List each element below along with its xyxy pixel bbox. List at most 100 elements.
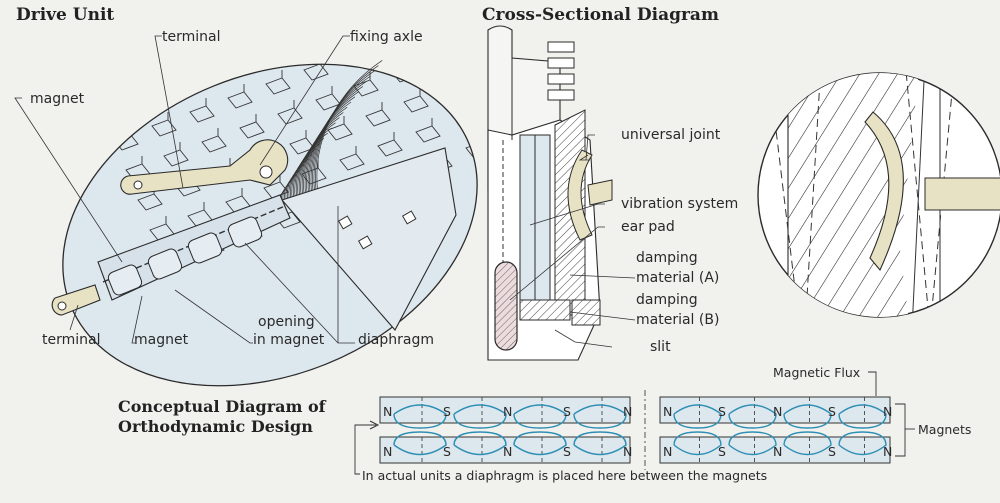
flux-loop	[393, 431, 447, 456]
magnet-cell	[101, 96, 127, 121]
drive-unit-illustration	[14, 5, 491, 387]
flux-loop	[453, 404, 507, 429]
diaphragm-ring	[310, 80, 367, 192]
diaphragm-ring	[304, 101, 352, 194]
magnet-cell	[277, 100, 303, 125]
label-magnets: Magnets	[918, 422, 972, 437]
magnet-cell	[163, 142, 189, 167]
magnet-pole-label: S	[563, 404, 571, 419]
diaphragm-ring	[309, 86, 363, 193]
flux-loop	[838, 431, 887, 456]
cross-section-title: Cross-Sectional Diagram	[482, 5, 719, 25]
magnet-pole-label: N	[623, 444, 633, 459]
magnet-cell	[327, 116, 353, 141]
magnet-pole-label: S	[443, 444, 451, 459]
magnet-pole-label: N	[773, 444, 783, 459]
flux-loop	[393, 404, 447, 429]
label-universal-joint: universal joint	[621, 127, 721, 143]
magnet-pole-label: S	[718, 444, 726, 459]
drive-unit-title: Drive Unit	[16, 5, 115, 25]
magnet-cell	[201, 128, 227, 153]
flux-loop	[728, 404, 777, 429]
top-terminal	[120, 139, 289, 195]
magnet-cell	[429, 44, 455, 69]
label-damping-b-line1: damping	[636, 292, 698, 308]
cross-section-leaders	[509, 134, 636, 348]
magnet-pole-label: N	[383, 404, 393, 419]
orthodynamic-diagram	[354, 371, 915, 475]
magnet-cell	[151, 112, 177, 137]
magnet-cell	[441, 74, 467, 99]
magnet-bar	[97, 194, 291, 301]
flux-loop	[673, 431, 722, 456]
flux-loop	[513, 431, 567, 456]
label-damping-a-line2: material (A)	[636, 270, 720, 286]
magnet-cell	[89, 66, 115, 91]
magnet-cell	[177, 68, 203, 93]
flux-loop	[573, 431, 627, 456]
cross-section-illustration	[487, 25, 636, 361]
magnet-pole-label: N	[383, 444, 393, 459]
magnet-cell	[239, 114, 265, 139]
magnet-cell	[241, 10, 267, 35]
diaphragm-ring	[298, 122, 336, 195]
label-magnetic-flux: Magnetic Flux	[773, 365, 861, 380]
magnet-pole-label: N	[663, 444, 673, 459]
flux-loop	[573, 404, 627, 429]
diaphragm-ring	[307, 91, 360, 193]
magnet-pole-label: S	[443, 404, 451, 419]
flux-loop	[783, 431, 832, 456]
label-fixing-axle: fixing axle	[350, 29, 423, 45]
magnet-cell	[291, 26, 317, 51]
diaphragm-ring	[303, 106, 348, 194]
label-magnet-bottom: magnet	[134, 332, 189, 348]
magnet-pole-label: N	[503, 404, 513, 419]
diaphragm-ring	[301, 112, 344, 195]
magnet-pole-label: S	[563, 444, 571, 459]
magnet-cell	[367, 5, 393, 23]
magnet-pole-label: N	[663, 404, 673, 419]
flux-loop	[673, 404, 722, 429]
magnet-pole-label: N	[503, 444, 513, 459]
diaphragm-ring	[306, 96, 356, 193]
label-opening-line2: in magnet	[253, 332, 325, 348]
label-opening-line1: opening	[258, 314, 315, 330]
label-vibration-system: vibration system	[621, 196, 739, 212]
magnet-cell	[139, 82, 165, 107]
diaphragm-ring	[315, 65, 379, 191]
flux-loop	[783, 404, 832, 429]
magnet-cell	[317, 5, 343, 7]
magnet-cell	[415, 118, 441, 143]
label-damping-a-line1: damping	[636, 250, 698, 266]
magnet-cell	[215, 54, 241, 79]
orthodynamic-title-line2: Orthodynamic Design	[118, 417, 313, 436]
flux-loop	[838, 404, 887, 429]
magnet-cell	[365, 102, 391, 127]
magnet-cell	[403, 88, 429, 113]
diaphragm-ring	[300, 117, 340, 195]
label-damping-b-line2: material (B)	[636, 312, 720, 328]
flux-loop	[513, 404, 567, 429]
orthodynamic-title-line1: Conceptual Diagram of	[118, 397, 326, 416]
flux-loop	[453, 431, 507, 456]
flux-loop	[728, 431, 777, 456]
magnet-cell	[377, 132, 403, 157]
magnet-pole-label: N	[623, 404, 633, 419]
magnet-pole-label: N	[773, 404, 783, 419]
magnet-cell	[405, 5, 431, 9]
magnet-cell	[227, 84, 253, 109]
magnet-pole-label: S	[718, 404, 726, 419]
magnet-pole-label: N	[883, 444, 893, 459]
magnet-pole-label: N	[883, 404, 893, 419]
magnet-pole-label: S	[828, 404, 836, 419]
label-terminal-top: terminal	[162, 29, 221, 45]
magnet-cell	[279, 5, 305, 21]
joint-detail-magnifier	[757, 72, 1000, 318]
diaphragm-ring	[313, 70, 375, 191]
label-diaphragm: diaphragm	[358, 332, 434, 348]
magnet-cell	[189, 98, 215, 123]
bottom-terminal	[51, 284, 101, 316]
diaphragm-ring	[316, 60, 383, 191]
label-magnet-left: magnet	[30, 91, 85, 107]
